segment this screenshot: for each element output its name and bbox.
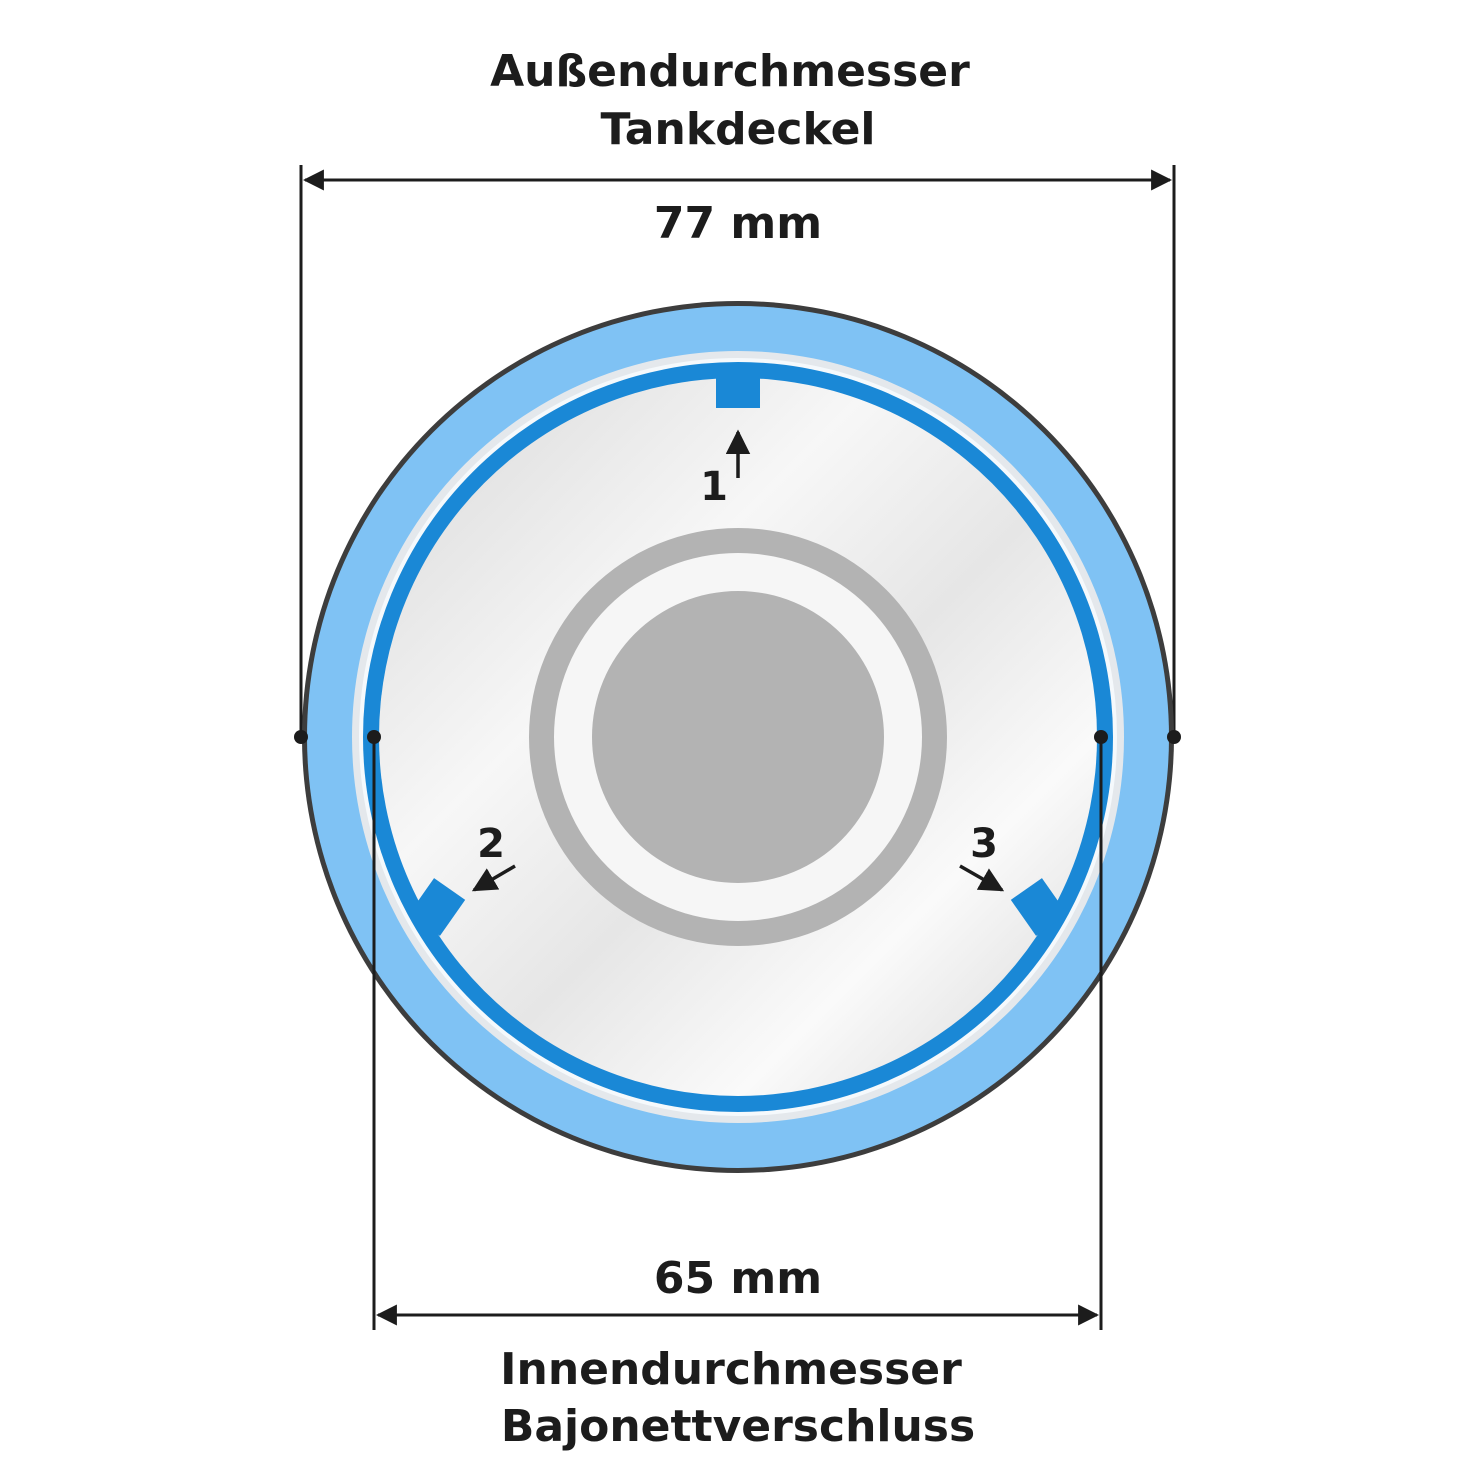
measure-points	[294, 730, 1181, 744]
inner-diameter-title: Innendurchmesser Bajonettverschluss	[500, 1344, 975, 1452]
marker-3-label: 3	[970, 821, 998, 867]
outer-diameter-value: 77 mm	[654, 198, 822, 249]
inner-dimension-line	[372, 737, 1103, 1330]
inner-title-line2: Bajonettverschluss	[501, 1401, 975, 1452]
marker-2-label: 2	[477, 821, 505, 867]
outer-title-line2: Tankdeckel	[600, 104, 875, 155]
marker-1: 1	[700, 429, 751, 510]
bayonet-tab-2	[408, 878, 466, 936]
bayonet-tab-3	[1010, 878, 1068, 936]
inner-diameter-value: 65 mm	[654, 1253, 822, 1304]
outer-diameter-title: Außendurchmesser Tankdeckel	[490, 46, 970, 155]
tank-cap	[302, 301, 1174, 1173]
outer-dimension-line	[299, 165, 1176, 737]
inner-title-line1: Innendurchmesser	[500, 1344, 962, 1395]
marker-1-label: 1	[700, 464, 728, 510]
marker-3: 3	[959, 821, 1005, 892]
outer-title-line1: Außendurchmesser	[490, 46, 970, 97]
marker-2: 2	[471, 821, 516, 892]
center-disc	[592, 591, 884, 883]
bayonet-tab-1	[716, 370, 760, 408]
